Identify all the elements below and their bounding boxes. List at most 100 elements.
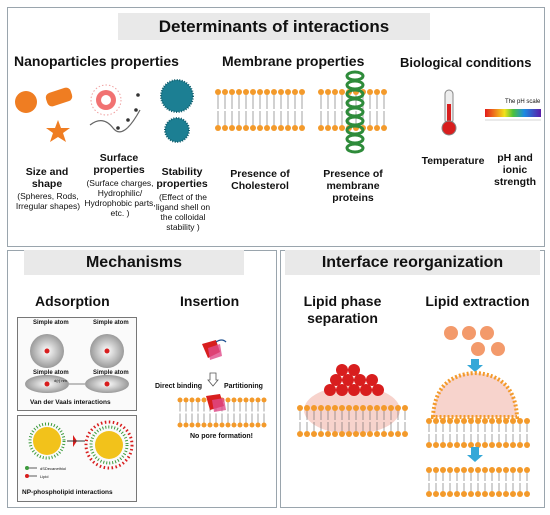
size-shape-detail: (Spheres, Rods, Irregular shapes) [15, 191, 81, 211]
lipid-head [524, 467, 530, 473]
lipid-head [346, 405, 352, 411]
size-shape-illustration [15, 87, 73, 142]
charged-np-illustration [89, 84, 141, 133]
lipid-head [461, 442, 467, 448]
lipid-head [395, 431, 401, 437]
lipid-head [292, 125, 298, 131]
lipid-head [215, 89, 221, 95]
lipid-head [426, 418, 432, 424]
lipid-head [353, 431, 359, 437]
lipid-head [311, 431, 317, 437]
red-nanoparticle [354, 374, 366, 386]
lipid-head [482, 442, 488, 448]
determinants-title: Determinants of interactions [118, 13, 430, 40]
lipid-head [496, 467, 502, 473]
lipid-head [440, 467, 446, 473]
np-phospholipid-caption: NP-phospholipid interactions [22, 489, 113, 496]
lipid-head [381, 89, 387, 95]
stability-np-illustration [160, 79, 194, 143]
lipid-head [461, 467, 467, 473]
lipid-head [475, 467, 481, 473]
lipid-head [496, 418, 502, 424]
lipid-head [381, 431, 387, 437]
lipid-head [395, 405, 401, 411]
lipid-head [503, 491, 509, 497]
lipid-head [183, 397, 189, 403]
cholesterol-membrane-illustration [215, 89, 305, 131]
lipid-head [292, 89, 298, 95]
lipid-head [243, 422, 249, 428]
lipid-head [189, 397, 195, 403]
lipid-head [325, 125, 331, 131]
lipid-head [388, 431, 394, 437]
protein-helix-turn [345, 106, 365, 118]
protein-helix-turn [345, 79, 365, 91]
lipid-head [517, 418, 523, 424]
lipid-head [201, 422, 207, 428]
lipid-head [237, 397, 243, 403]
lipid-head [468, 491, 474, 497]
lipid-head [278, 89, 284, 95]
lipid-head [367, 125, 373, 131]
lipid-head [339, 431, 345, 437]
lipid-head [374, 405, 380, 411]
lipid-head [189, 422, 195, 428]
lipid-head [332, 89, 338, 95]
mechanisms-title: Mechanisms [24, 250, 244, 275]
thermometer-icon [441, 89, 457, 136]
lipid-head [468, 442, 474, 448]
ph-ionic-title: pH and ionic strength [494, 152, 536, 188]
lipid-head [304, 405, 310, 411]
lipid-head [325, 89, 331, 95]
lipid-head [236, 125, 242, 131]
lipid-head [468, 467, 474, 473]
lipid-head [285, 89, 291, 95]
red-nanoparticle [324, 384, 336, 396]
surface-properties-title: Surface properties [93, 152, 145, 176]
lipid-head [447, 418, 453, 424]
lipid-head [249, 422, 255, 428]
protein-helix-turn [345, 133, 365, 145]
lipid-head [250, 89, 256, 95]
lipid-head [318, 125, 324, 131]
lipid-head [297, 431, 303, 437]
simple-atom-label-2: Simple atom [93, 320, 129, 326]
lipid-head [304, 431, 310, 437]
protein-membrane-illustration [318, 70, 387, 154]
lipid-head [489, 467, 495, 473]
lipid-head [299, 89, 305, 95]
lipid-head [261, 397, 267, 403]
interface-title: Interface reorganization [285, 250, 540, 275]
stability-properties-title: Stability properties [156, 166, 208, 190]
lipid-head [299, 125, 305, 131]
phase-separation-title: Lipid phase separation [303, 293, 382, 326]
lipid-head [447, 491, 453, 497]
lipid-head [225, 397, 231, 403]
lipid-head [250, 125, 256, 131]
lipid-head [332, 405, 338, 411]
lipid-head [367, 431, 373, 437]
lipid-head [231, 397, 237, 403]
lipid-head [440, 418, 446, 424]
lipid-head [426, 491, 432, 497]
lipid-head [261, 422, 267, 428]
lipid-head [496, 491, 502, 497]
lipid-head [489, 418, 495, 424]
lipid-head [360, 431, 366, 437]
red-nanoparticle [366, 374, 378, 386]
lipid-head [447, 467, 453, 473]
lipid-head [440, 491, 446, 497]
lipid-head [510, 467, 516, 473]
protein-helix-turn [345, 70, 365, 82]
lipid-head [249, 397, 255, 403]
lipid-head [454, 418, 460, 424]
lipid-head [510, 418, 516, 424]
lipid-head [231, 422, 237, 428]
insertion-heading: Insertion [180, 293, 240, 309]
lipid-head [195, 422, 201, 428]
simple-atom-label-4: Simple atom [93, 370, 129, 376]
lipid-head [257, 89, 263, 95]
lipid-head [360, 405, 366, 411]
membrane-proteins-title: Presence of membrane proteins [323, 168, 383, 204]
lipid-head [229, 89, 235, 95]
